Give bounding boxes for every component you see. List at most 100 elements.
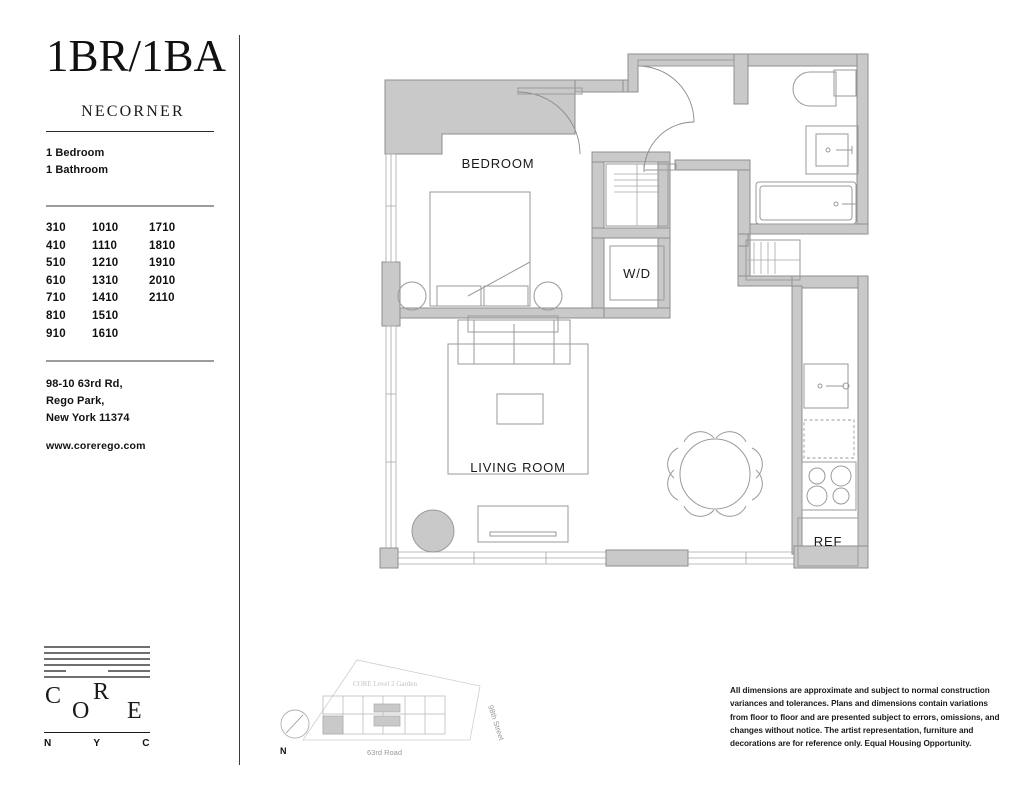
unit-number: 2010	[149, 274, 176, 287]
wall-top-entry-jamb	[733, 53, 749, 105]
unit-number	[149, 308, 226, 326]
divider-rule-top	[46, 131, 214, 132]
plan-subtitle: NECORNER	[81, 103, 185, 120]
unit-number: 510	[46, 257, 66, 270]
unit-number: 710	[46, 292, 66, 305]
room-label-bedroom: BEDROOM	[462, 156, 535, 171]
accent-chair	[411, 509, 455, 553]
wall-kitchen-right	[857, 275, 869, 565]
logo-bottom-rule	[44, 732, 150, 733]
unit-number: 410	[46, 239, 66, 252]
bedroom-count: 1 Bedroom	[46, 147, 105, 159]
unit-number: 1110	[92, 239, 118, 252]
key-plan: .kp { fill:none; stroke:#cfcfcf; stroke-…	[275, 648, 525, 760]
key-plan-units	[323, 696, 445, 734]
cooktop	[801, 461, 857, 511]
address-line-3: New York 11374	[46, 411, 130, 424]
floor-plan-svg: .w { fill:#c9c9c9; stroke:#8f8f8f; strok…	[379, 53, 869, 569]
wall-bath-bottom	[747, 223, 869, 235]
dining-set	[667, 431, 763, 517]
vanity-sink	[805, 125, 859, 175]
wall-bath-left-lower	[737, 159, 751, 235]
page-title: 1BR/1BA	[46, 31, 227, 81]
website-link[interactable]: www.corerego.com	[46, 440, 146, 453]
sofa	[457, 315, 571, 365]
unit-number: 1910	[149, 257, 176, 270]
unit-number: 1310	[92, 274, 119, 287]
logo-letter-c: C	[45, 683, 62, 709]
door-entry	[637, 59, 735, 123]
unit-number: 1010	[92, 222, 119, 234]
wall-bottom-pier-mid	[605, 549, 689, 567]
window-wall-left	[385, 153, 397, 559]
unit-number: 1510	[92, 309, 119, 322]
pillow-right	[483, 285, 529, 307]
key-plan-core	[373, 703, 401, 727]
logo-nyc-c: C	[142, 738, 150, 749]
pillow-left	[436, 285, 482, 307]
unit-number: 1210	[92, 257, 119, 270]
logo-letters: C O R E	[44, 680, 150, 732]
wall-top-left-block	[384, 79, 576, 155]
unit-number: 2110	[149, 292, 175, 305]
dishwasher	[803, 419, 855, 459]
unit-number: 1410	[92, 292, 119, 305]
key-plan-building-label: CORE Level 2 Garden	[353, 680, 417, 688]
logo-nyc-y: Y	[93, 738, 101, 749]
unit-number: 1610	[92, 327, 119, 340]
key-plan-highlight-unit	[322, 715, 344, 735]
unit-number: 910	[46, 327, 66, 340]
bathtub	[755, 181, 857, 225]
window-wall-bottom	[386, 551, 806, 565]
unit-number: 610	[46, 274, 66, 287]
vertical-divider	[239, 35, 240, 765]
logo-lines-icon	[44, 646, 150, 678]
address-block: 98-10 63rd Rd, Rego Park, New York 11374	[46, 376, 226, 426]
north-arrow-icon	[280, 709, 310, 739]
logo-nyc-n: N	[44, 738, 52, 749]
appliance-label-ref: REF	[814, 534, 842, 549]
room-label-living-room: LIVING ROOM	[470, 460, 565, 475]
refrigerator	[797, 517, 859, 567]
divider-rule-units	[46, 205, 214, 207]
nightstand-right	[533, 281, 563, 311]
room-count-block: 1 Bedroom 1 Bathroom	[46, 145, 226, 178]
bed-blanket-fold	[467, 261, 531, 297]
floor-plan-drawing: .w { fill:#c9c9c9; stroke:#8f8f8f; strok…	[370, 34, 880, 594]
coffee-table	[496, 393, 544, 425]
wall-bottom-pier-right	[793, 545, 869, 569]
compass-north-label: N	[280, 746, 287, 756]
divider-rule-address	[46, 360, 214, 363]
unit-number: 810	[46, 309, 66, 322]
wall-corridor-bottom	[674, 159, 751, 171]
core-nyc-logo: C O R E N Y C	[44, 645, 150, 749]
key-plan-svg: .kp { fill:none; stroke:#cfcfcf; stroke-…	[302, 659, 506, 757]
unit-number	[149, 326, 226, 344]
logo-letter-o: O	[72, 698, 90, 724]
unit-number: 310	[46, 222, 66, 234]
unit-number: 1810	[149, 239, 176, 252]
disclaimer-text: All dimensions are approximate and subje…	[730, 686, 1000, 749]
toilet	[792, 69, 857, 107]
logo-letter-r: R	[93, 679, 110, 705]
closet-shelves-hall	[745, 239, 801, 281]
info-column: 1BR/1BA NECORNER 1 Bedroom 1 Bathroom 31…	[46, 34, 226, 452]
logo-letter-e: E	[127, 698, 142, 724]
divider-rule-address-wrap	[46, 360, 226, 363]
wall-bedcloset-top	[591, 151, 671, 163]
nightstand-left	[397, 281, 427, 311]
wall-kitchen-left	[791, 285, 803, 555]
area-rug	[447, 343, 589, 475]
wall-bedcloset-mid	[591, 227, 671, 239]
kitchen-sink	[803, 363, 850, 409]
address-line-1: 98-10 63rd Rd,	[46, 378, 123, 391]
compass-rose: N	[276, 706, 322, 760]
logo-nyc-row: N Y C	[44, 738, 150, 749]
wall-bath-top	[747, 53, 869, 67]
key-plan-street-bottom: 63rd Road	[367, 748, 402, 757]
key-plan-street-right: 98th Street	[486, 704, 506, 743]
wall-bedroom-south-pier	[381, 261, 401, 327]
media-console	[477, 505, 569, 543]
unit-number: 1710	[149, 222, 176, 234]
